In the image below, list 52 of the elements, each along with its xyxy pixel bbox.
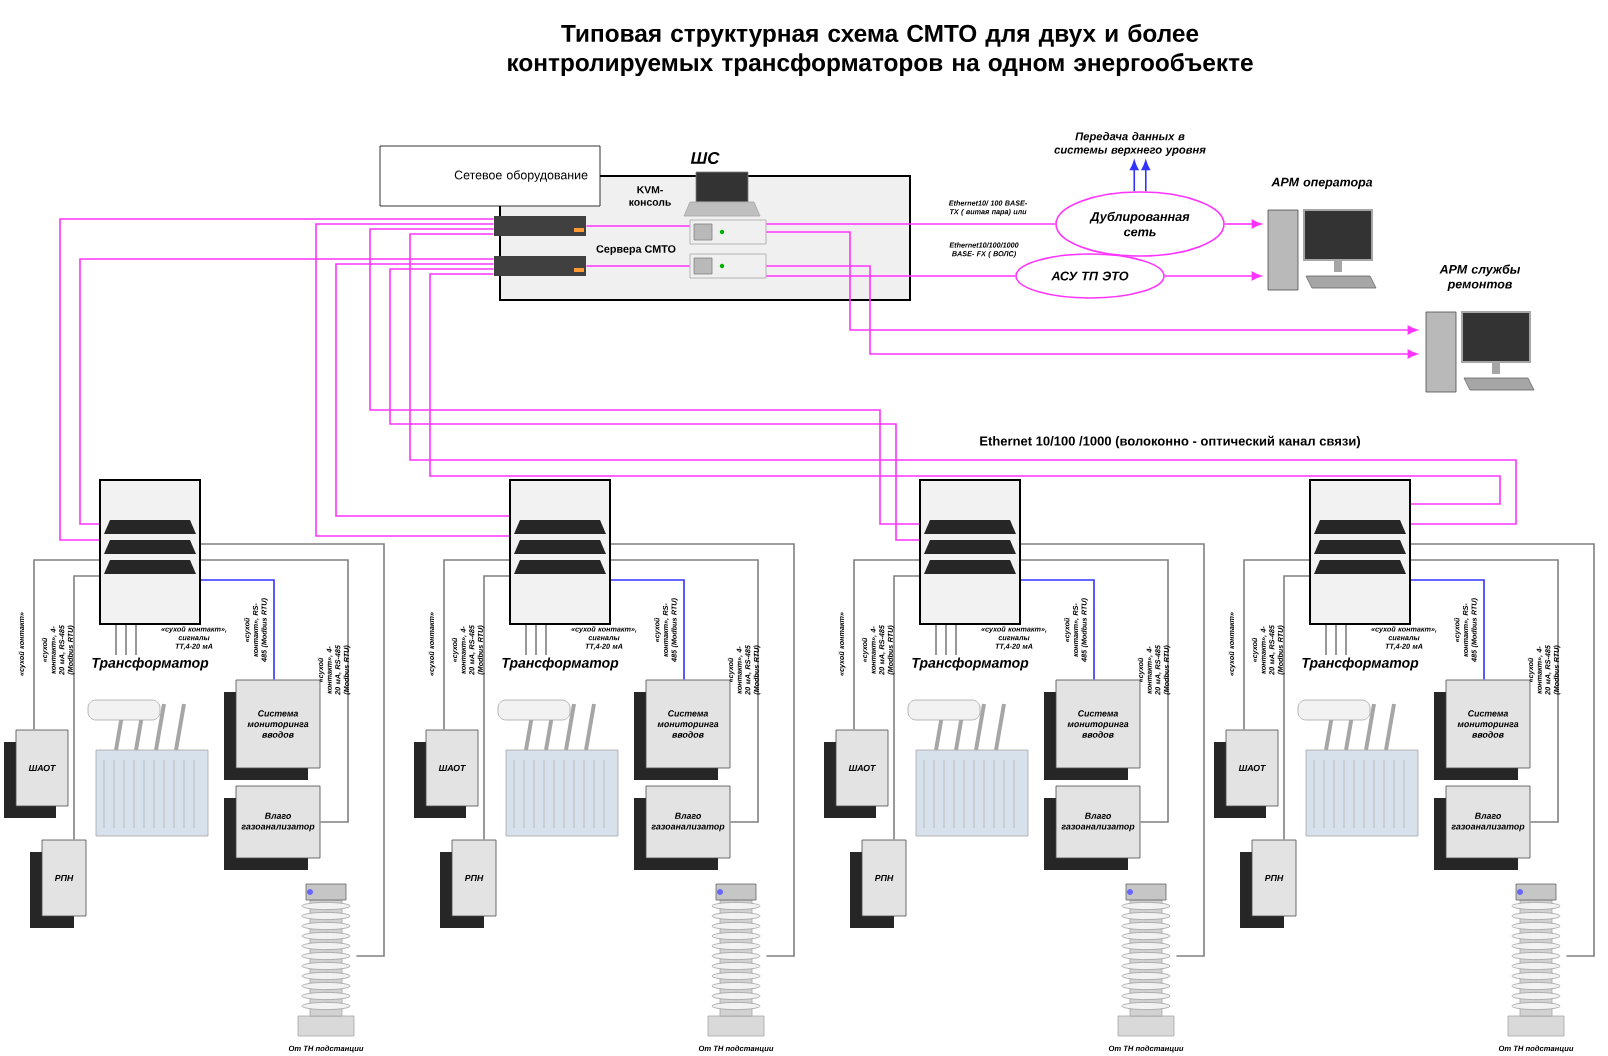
connector-line [200, 559, 349, 823]
connector-line [765, 275, 1016, 277]
cabinet-heading: ШС [690, 152, 720, 164]
server-drawing [689, 253, 767, 279]
cabinet-box [1309, 479, 1411, 625]
connector-line [585, 225, 691, 227]
connector-line [1410, 579, 1485, 681]
connector-line [73, 575, 100, 841]
arrow [1129, 160, 1139, 193]
connector-line [1020, 579, 1095, 681]
connector-line [585, 265, 691, 267]
connector-line [200, 579, 275, 681]
connector-line [389, 268, 920, 541]
connector-line [1020, 559, 1169, 823]
connector-line [1020, 543, 1205, 957]
arrow [1164, 271, 1262, 281]
connector-line [610, 579, 685, 681]
title: Типовая структурная схема СМТО для двух и более контролируемых трансформаторов на одном энергообъекте [508, 23, 1253, 77]
arrow [765, 265, 1418, 359]
connector-line [443, 559, 510, 731]
switch-drawing [494, 216, 586, 236]
connector-line [115, 624, 137, 656]
cabinet-box [509, 479, 611, 625]
switch-drawing [494, 256, 586, 276]
arrow [765, 231, 1418, 335]
connector-line [1283, 575, 1310, 841]
cabinet-box [99, 479, 201, 625]
connector-line [409, 233, 1517, 525]
cabinet-box [919, 479, 1021, 625]
connector-line [1410, 543, 1595, 957]
connector-line [1410, 559, 1559, 823]
connector-line [765, 223, 1056, 225]
connector-line [610, 543, 795, 957]
connector-line [33, 559, 100, 731]
arrow [1224, 219, 1262, 229]
connector-line [369, 228, 920, 525]
connector-line [893, 575, 920, 841]
connector-line [610, 559, 759, 823]
server-drawing [689, 219, 767, 245]
connector-line [59, 218, 495, 541]
connector-line [335, 263, 510, 517]
connector-line [429, 273, 1501, 505]
connector-line [483, 575, 510, 841]
connector-line [1325, 624, 1347, 656]
connector-line [525, 624, 547, 656]
arrow [1141, 160, 1151, 193]
connector-line [200, 543, 385, 957]
connector-line [935, 624, 957, 656]
connector-line [853, 559, 920, 731]
connector-line [1243, 559, 1310, 731]
connector-line [315, 223, 510, 537]
connector-line [79, 258, 495, 525]
